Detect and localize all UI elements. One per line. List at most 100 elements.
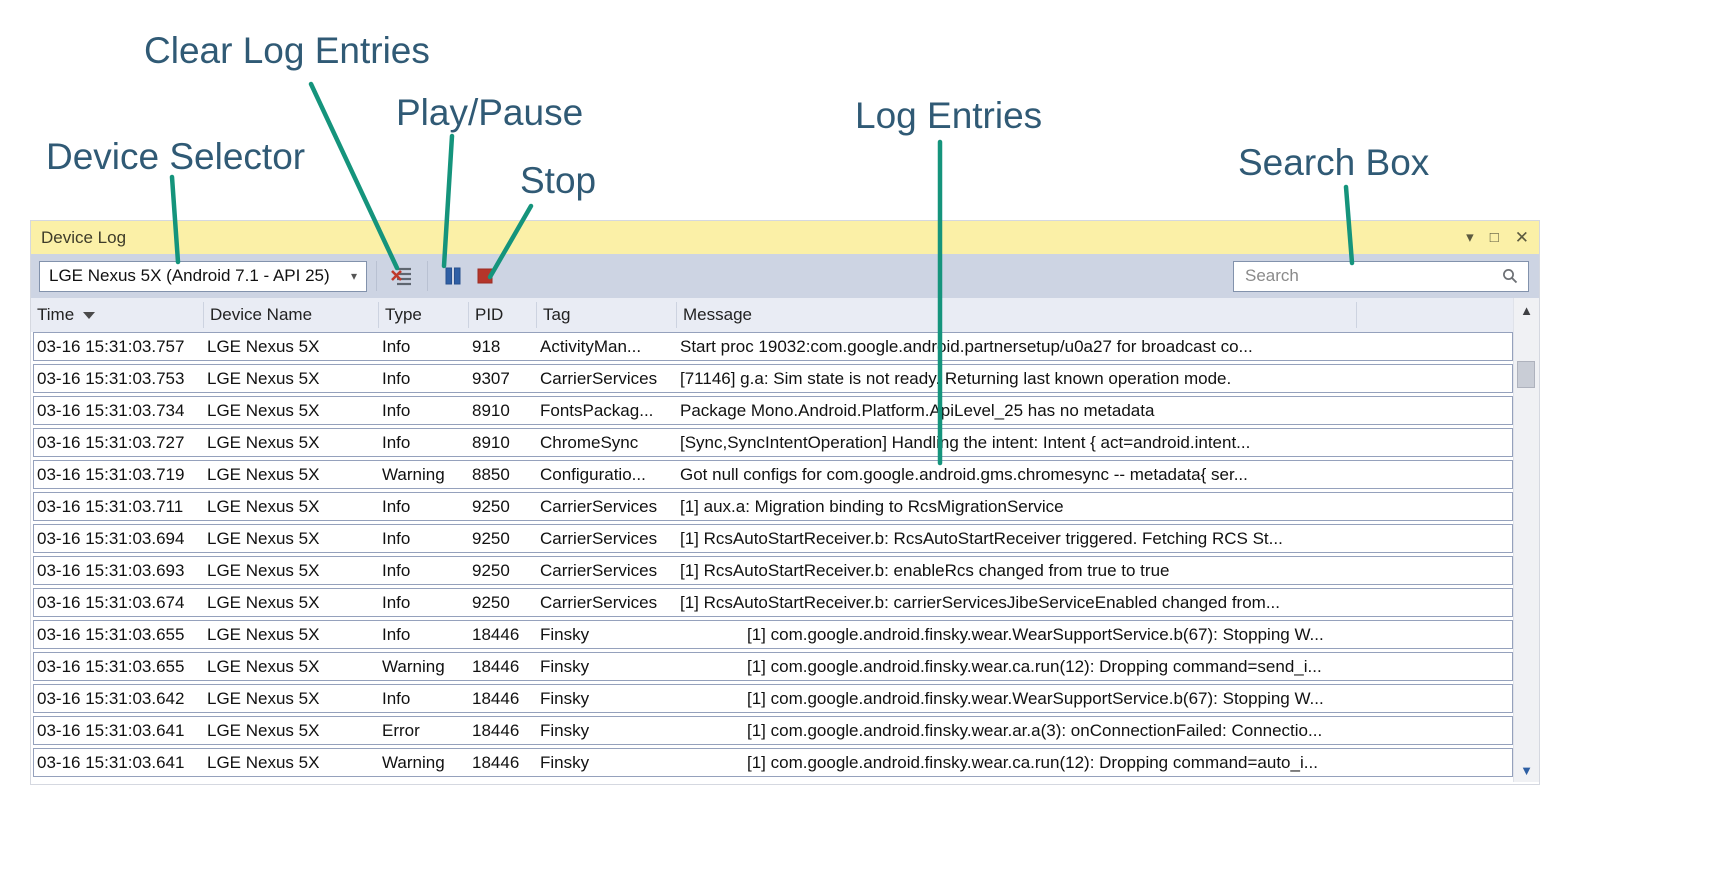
log-cell-message: [1] RcsAutoStartReceiver.b: enableRcs ch… [680, 561, 1170, 580]
log-cell-type: Info [382, 337, 411, 356]
column-header-spacer [1357, 302, 1513, 328]
log-cell-type: Info [382, 529, 411, 548]
toolbar: LGE Nexus 5X (Android 7.1 - API 25) ▾ [31, 254, 1539, 298]
log-cell-pid: 9250 [472, 529, 510, 548]
log-cell-tag: Finsky [540, 753, 590, 772]
annotation-clear-log-entries: Clear Log Entries [144, 30, 430, 71]
log-cell-tag: ChromeSync [540, 433, 639, 452]
log-cell-tag: CarrierServices [540, 369, 658, 388]
log-cell-tag: Finsky [540, 657, 590, 676]
log-cell-type: Error [382, 721, 420, 740]
log-cell-tag: ActivityMan... [540, 337, 642, 356]
log-cell-pid: 18446 [472, 625, 520, 644]
log-cell-type: Warning [382, 753, 445, 772]
log-cell-type: Warning [382, 657, 445, 676]
log-cell-device: LGE Nexus 5X [207, 369, 320, 388]
maximize-button[interactable]: □ [1489, 229, 1499, 246]
log-cell-message: [1] com.google.android.finsky.wear.WearS… [747, 625, 1324, 644]
log-cell-device: LGE Nexus 5X [207, 625, 320, 644]
search-input[interactable] [1243, 265, 1501, 287]
log-cell-device: LGE Nexus 5X [207, 689, 320, 708]
toolbar-separator [427, 261, 428, 291]
column-header-time-label: Time [37, 305, 75, 324]
log-cell-time: 03-16 15:31:03.642 [37, 689, 185, 708]
annotation-play-pause: Play/Pause [396, 92, 584, 133]
log-cell-device: LGE Nexus 5X [207, 433, 320, 452]
scroll-up-button[interactable]: ▲ [1520, 302, 1533, 318]
scrollbar-thumb[interactable] [1517, 361, 1535, 388]
device-log-panel: Device Log ▾ □ ✕ LGE Nexus 5X (Android 7… [30, 220, 1540, 785]
log-cell-pid: 18446 [472, 689, 520, 708]
log-cell-message: Got null configs for com.google.android.… [680, 465, 1248, 484]
log-cell-tag: Configuratio... [540, 465, 646, 484]
clear-log-button[interactable] [386, 261, 418, 291]
log-cell-message: [1] RcsAutoStartReceiver.b: RcsAutoStart… [680, 529, 1283, 548]
log-cell-message: Start proc 19032:com.google.android.part… [680, 337, 1253, 356]
column-header-type[interactable]: Type [379, 302, 469, 328]
close-button[interactable]: ✕ [1514, 228, 1529, 247]
log-cell-time: 03-16 15:31:03.674 [37, 593, 185, 612]
log-cell-tag: CarrierServices [540, 593, 658, 612]
log-cell-tag: CarrierServices [540, 561, 658, 580]
log-cell-time: 03-16 15:31:03.734 [37, 401, 185, 420]
log-cell-pid: 9250 [472, 497, 510, 516]
log-cell-tag: Finsky [540, 721, 590, 740]
log-cell-tag: Finsky [540, 689, 590, 708]
log-cell-time: 03-16 15:31:03.719 [37, 465, 185, 484]
column-header-message[interactable]: Message [677, 302, 1357, 328]
log-cell-pid: 8910 [472, 433, 510, 452]
column-header-tag[interactable]: Tag [537, 302, 677, 328]
scroll-down-button[interactable]: ▼ [1520, 762, 1533, 778]
play-pause-button[interactable] [437, 261, 469, 291]
column-header-pid[interactable]: PID [469, 302, 537, 328]
log-cell-pid: 9250 [472, 593, 510, 612]
window-menu-button[interactable]: ▾ [1466, 229, 1474, 246]
pause-icon [445, 267, 461, 285]
log-cell-device: LGE Nexus 5X [207, 529, 320, 548]
log-cell-type: Info [382, 497, 411, 516]
vertical-scrollbar[interactable]: ▲ ▼ [1513, 298, 1539, 782]
clear-log-icon [391, 267, 411, 286]
log-cell-message: [1] com.google.android.finsky.wear.ar.a(… [747, 721, 1323, 740]
log-cell-pid: 9307 [472, 369, 510, 388]
log-cell-message: [Sync,SyncIntentOperation] Handling the … [680, 433, 1251, 452]
log-cell-device: LGE Nexus 5X [207, 593, 320, 612]
log-cell-device: LGE Nexus 5X [207, 561, 320, 580]
titlebar[interactable]: Device Log ▾ □ ✕ [31, 221, 1539, 254]
log-cell-message: [1] RcsAutoStartReceiver.b: carrierServi… [680, 593, 1280, 612]
log-cell-message: [1] com.google.android.finsky.wear.ca.ru… [747, 657, 1322, 676]
log-cell-pid: 9250 [472, 561, 510, 580]
device-selector-value: LGE Nexus 5X (Android 7.1 - API 25) [49, 266, 330, 285]
annotation-search-box: Search Box [1238, 142, 1430, 183]
column-header-device-name[interactable]: Device Name [204, 302, 379, 328]
column-header-time[interactable]: Time [31, 302, 204, 328]
annotation-device-selector: Device Selector [46, 136, 306, 177]
device-selector[interactable]: LGE Nexus 5X (Android 7.1 - API 25) ▾ [39, 260, 367, 292]
log-cell-time: 03-16 15:31:03.757 [37, 337, 185, 356]
log-cell-time: 03-16 15:31:03.694 [37, 529, 185, 548]
chevron-down-icon: ▾ [350, 269, 357, 283]
log-cell-message: [1] com.google.android.finsky.wear.WearS… [747, 689, 1324, 708]
log-cell-time: 03-16 15:31:03.641 [37, 753, 185, 772]
log-cell-tag: CarrierServices [540, 497, 658, 516]
log-cell-time: 03-16 15:31:03.693 [37, 561, 185, 580]
toolbar-separator [376, 261, 377, 291]
log-cell-type: Info [382, 369, 411, 388]
stop-button[interactable] [469, 261, 501, 291]
search-box[interactable] [1233, 260, 1529, 292]
